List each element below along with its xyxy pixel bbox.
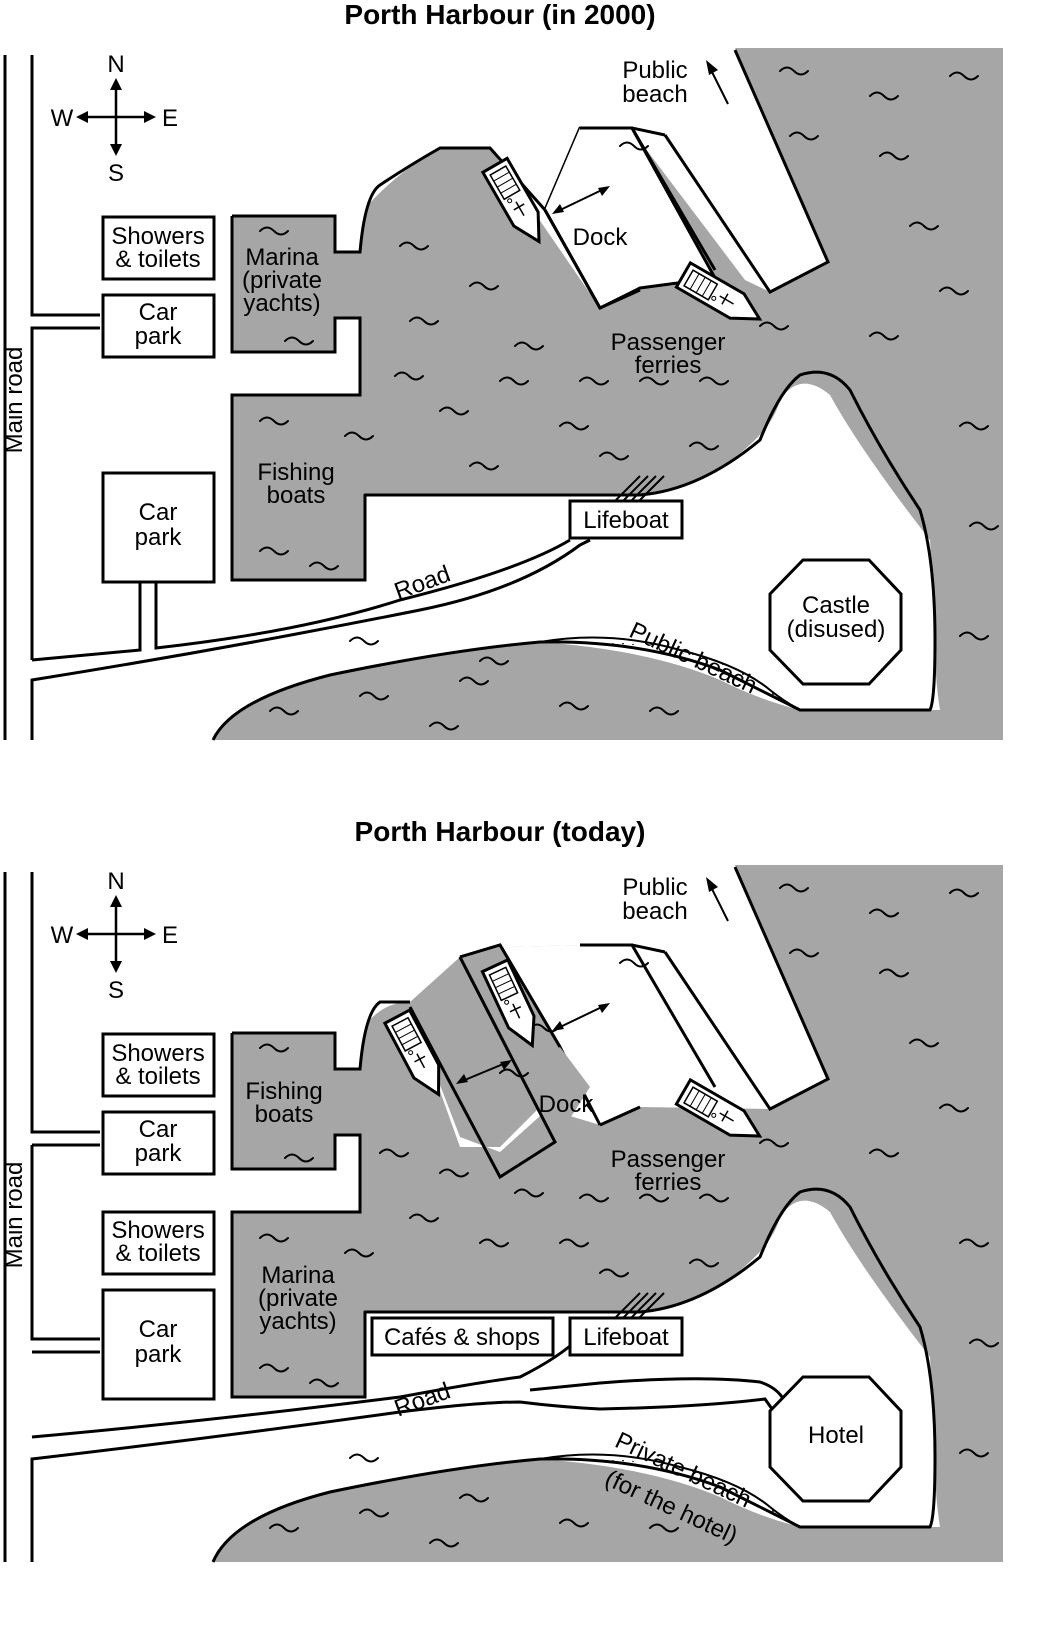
marina-label-2: (private xyxy=(242,267,322,294)
dock-label: Dock xyxy=(573,224,629,251)
castle-label-1: Castle xyxy=(802,592,870,619)
car-park-label-1a: Car xyxy=(139,1116,178,1143)
compass: N S W E xyxy=(51,51,178,187)
lifeboat-label: Lifeboat xyxy=(583,507,669,534)
car-park-label-2a: Car xyxy=(139,1316,178,1343)
ferries-label-1: Passenger xyxy=(611,1146,726,1173)
compass-s: S xyxy=(108,160,124,187)
dock-arrow-icon xyxy=(555,1004,607,1030)
car-park-label-1b: park xyxy=(135,1140,183,1167)
cafes-box xyxy=(370,1316,555,1357)
marina-label-2: (private xyxy=(258,1285,338,1312)
road-label: Road xyxy=(391,1377,454,1422)
compass-n: N xyxy=(107,51,124,78)
map-title: Porth Harbour (in 2000) xyxy=(344,0,655,30)
fishing-label-2: boats xyxy=(267,482,326,509)
lifeboat-label: Lifeboat xyxy=(583,1324,669,1351)
ferries-label-2: ferries xyxy=(635,1169,702,1196)
compass-n: N xyxy=(107,868,124,895)
sea xyxy=(213,48,1003,740)
dock-arrow-icon xyxy=(555,187,607,213)
compass: N S W E xyxy=(51,868,178,1004)
road xyxy=(31,538,571,662)
compass-e: E xyxy=(162,922,178,949)
marina-label-3: yachts) xyxy=(259,1308,336,1335)
arrow-icon xyxy=(709,67,729,105)
harbour-edge xyxy=(230,146,641,582)
main-road-label: Main road xyxy=(1,347,28,454)
public-beach-label-2: beach xyxy=(622,81,687,108)
main-road-label: Main road xyxy=(1,1162,28,1269)
showers-label-1: Showers xyxy=(111,223,204,250)
cafes-label: Cafés & shops xyxy=(384,1324,540,1351)
hotel-octagon xyxy=(768,1375,903,1503)
castle-octagon xyxy=(768,558,903,686)
castle-label-2: (disused) xyxy=(787,616,886,643)
car-park-box-2 xyxy=(101,471,216,584)
fishing-label-1: Fishing xyxy=(257,459,334,486)
car-park-box-1 xyxy=(101,293,216,359)
showers-box xyxy=(101,1032,216,1098)
lifeboat-ramp xyxy=(612,1292,665,1321)
fishing-label-2: boats xyxy=(255,1101,314,1128)
public-beach-label-2: beach xyxy=(622,898,687,925)
showers-label-2: & toilets xyxy=(115,246,200,273)
lifeboat-box xyxy=(568,1316,684,1357)
showers-box-2 xyxy=(101,1210,216,1276)
map-today: Porth Harbour (today) xyxy=(1,816,1003,1563)
marina-label-1: Marina xyxy=(245,244,319,271)
public-beach-label-1: Public xyxy=(622,57,687,84)
showers2-label-1: Showers xyxy=(111,1217,204,1244)
map-title: Porth Harbour (today) xyxy=(355,816,646,847)
lifeboat-box xyxy=(568,499,684,540)
car-park-label-1a: Car xyxy=(139,299,178,326)
road xyxy=(31,1335,784,1439)
hotel-label: Hotel xyxy=(808,1422,864,1449)
compass-w: W xyxy=(51,105,74,132)
ferries-label-1: Passenger xyxy=(611,329,726,356)
ferries-label-2: ferries xyxy=(635,352,702,379)
headland xyxy=(363,1187,937,1529)
showers-box xyxy=(101,215,216,281)
car-park-label-1b: park xyxy=(135,323,183,350)
car-park-box-2 xyxy=(101,1288,216,1401)
lifeboat-ramp xyxy=(612,475,665,504)
arrow-icon xyxy=(709,884,729,922)
car-park-label-2b: park xyxy=(135,1341,183,1368)
dock-arrow-icon xyxy=(459,1061,509,1083)
compass-e: E xyxy=(162,105,178,132)
harbour-edge xyxy=(230,1000,410,1399)
map-2000: Porth Harbour (in 2000) xyxy=(1,0,1003,741)
headland xyxy=(363,370,937,712)
showers-label-1: Showers xyxy=(111,1040,204,1067)
dock-label: Dock xyxy=(539,1091,595,1118)
showers2-label-2: & toilets xyxy=(115,1240,200,1267)
car-park-box-1 xyxy=(101,1110,216,1176)
fishing-label-1: Fishing xyxy=(245,1078,322,1105)
showers-label-2: & toilets xyxy=(115,1063,200,1090)
compass-s: S xyxy=(108,977,124,1004)
compass-w: W xyxy=(51,922,74,949)
marina-label-3: yachts) xyxy=(243,290,320,317)
marina-label-1: Marina xyxy=(261,1262,335,1289)
car-park-label-2a: Car xyxy=(139,499,178,526)
public-beach-label-1: Public xyxy=(622,874,687,901)
car-park-label-2b: park xyxy=(135,524,183,551)
